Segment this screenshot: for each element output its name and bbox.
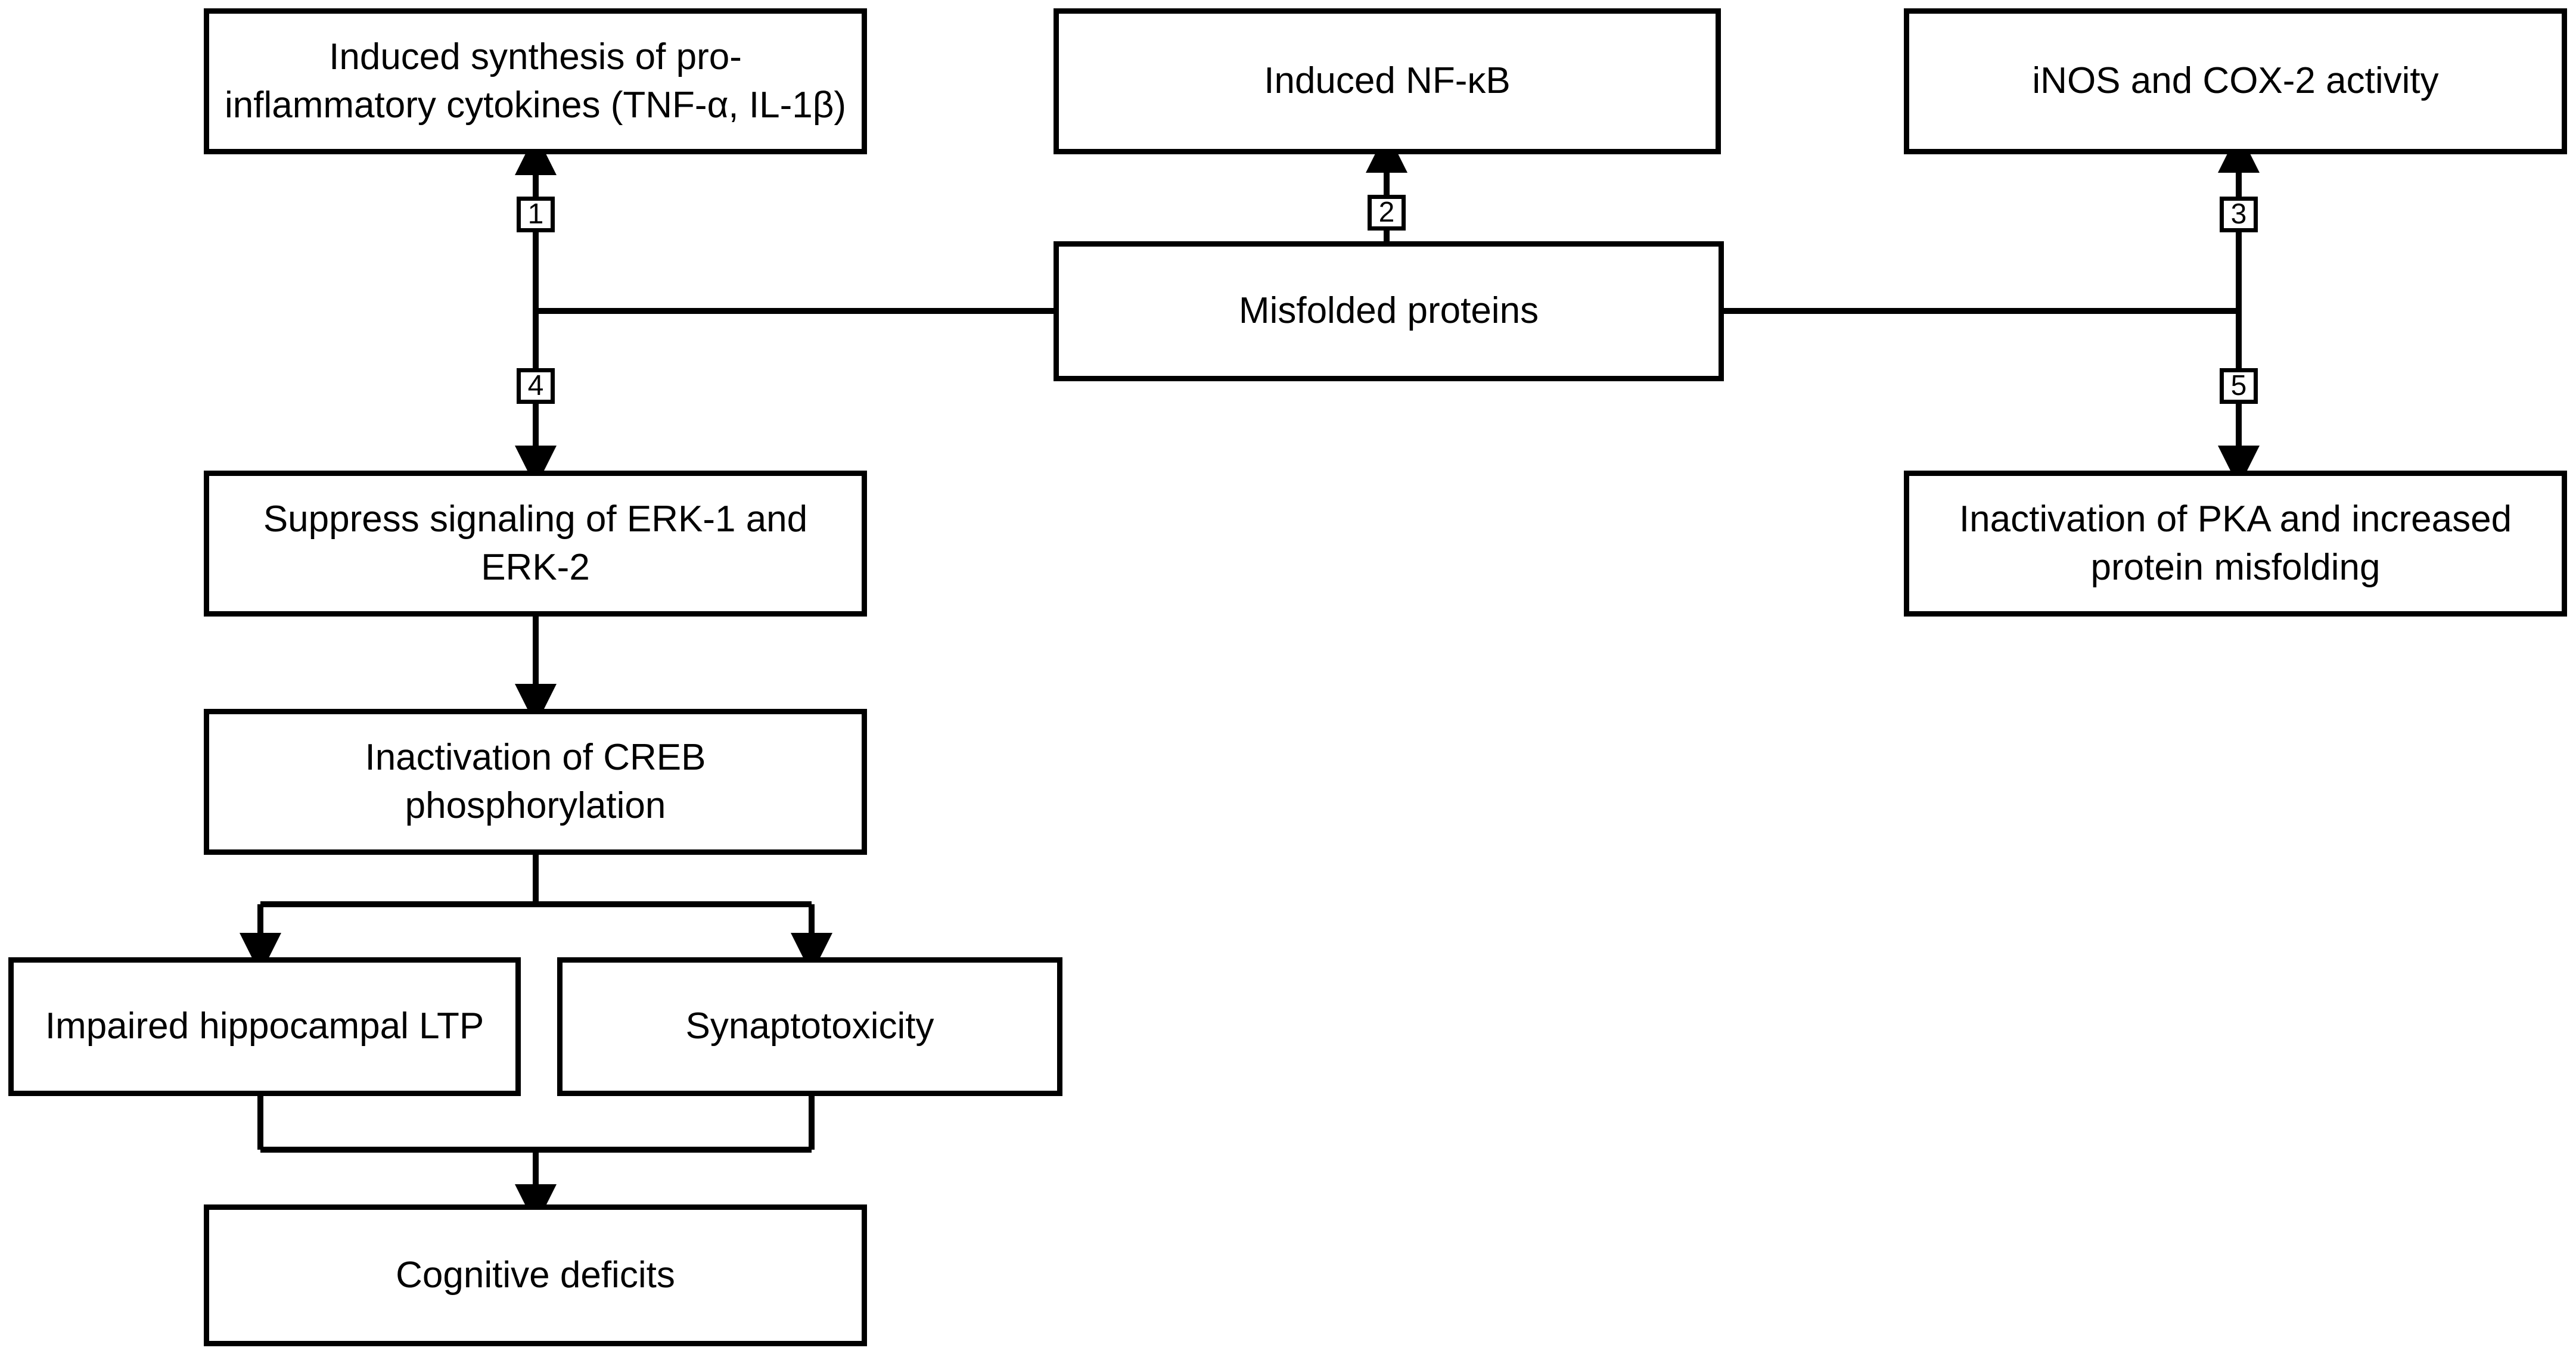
node-synaptotoxicity[interactable]: Synaptotoxicity — [557, 957, 1062, 1096]
edge-badge-1[interactable]: 1 — [517, 197, 555, 232]
node-inactivation-pka[interactable]: Inactivation of PKA and increased protei… — [1904, 471, 2567, 617]
node-label: Cognitive deficits — [396, 1254, 675, 1296]
node-misfolded-proteins[interactable]: Misfolded proteins — [1054, 241, 1724, 381]
node-label: Suppress signaling of ERK-1 and ERK-2 — [263, 498, 808, 588]
node-induced-nfkb[interactable]: Induced NF-κB — [1054, 8, 1721, 154]
edge-merge-to-cognitive — [257, 1096, 815, 1226]
node-suppress-erk[interactable]: Suppress signaling of ERK-1 and ERK-2 — [204, 471, 867, 617]
edge-badge-label: 1 — [527, 198, 544, 230]
edge-misfolded-to-left-trunk — [515, 133, 1054, 487]
node-label: Inactivation of PKA and increased protei… — [1959, 498, 2512, 588]
node-label: iNOS and COX-2 activity — [2032, 60, 2439, 102]
edge-badge-label: 2 — [1378, 197, 1395, 228]
edge-badge-label: 3 — [2230, 198, 2247, 230]
edge-misfolded-to-right-trunk — [1724, 131, 2260, 487]
edge-creb-split — [240, 855, 832, 975]
node-inos-cox2[interactable]: iNOS and COX-2 activity — [1904, 8, 2567, 154]
node-impaired-ltp[interactable]: Impaired hippocampal LTP — [8, 957, 521, 1096]
edge-badge-3[interactable]: 3 — [2220, 197, 2258, 232]
node-label: Induced NF-κB — [1264, 60, 1511, 102]
edge-badge-label: 4 — [527, 370, 544, 401]
node-induced-cytokines[interactable]: Induced synthesis of pro- inflammatory c… — [204, 8, 867, 154]
edge-badge-label: 5 — [2230, 370, 2247, 401]
node-label: Synaptotoxicity — [685, 1006, 934, 1047]
edge-badge-4[interactable]: 4 — [517, 368, 555, 404]
edge-badge-2[interactable]: 2 — [1368, 195, 1406, 231]
node-inactivation-creb[interactable]: Inactivation of CREB phosphorylation — [204, 709, 867, 855]
node-label: Misfolded proteins — [1238, 290, 1539, 332]
node-label: Induced synthesis of pro- inflammatory c… — [225, 36, 847, 126]
edge-badge-5[interactable]: 5 — [2220, 368, 2258, 404]
node-label: Inactivation of CREB phosphorylation — [365, 736, 706, 826]
node-cognitive-deficits[interactable]: Cognitive deficits — [204, 1204, 867, 1346]
node-label: Impaired hippocampal LTP — [45, 1006, 484, 1047]
